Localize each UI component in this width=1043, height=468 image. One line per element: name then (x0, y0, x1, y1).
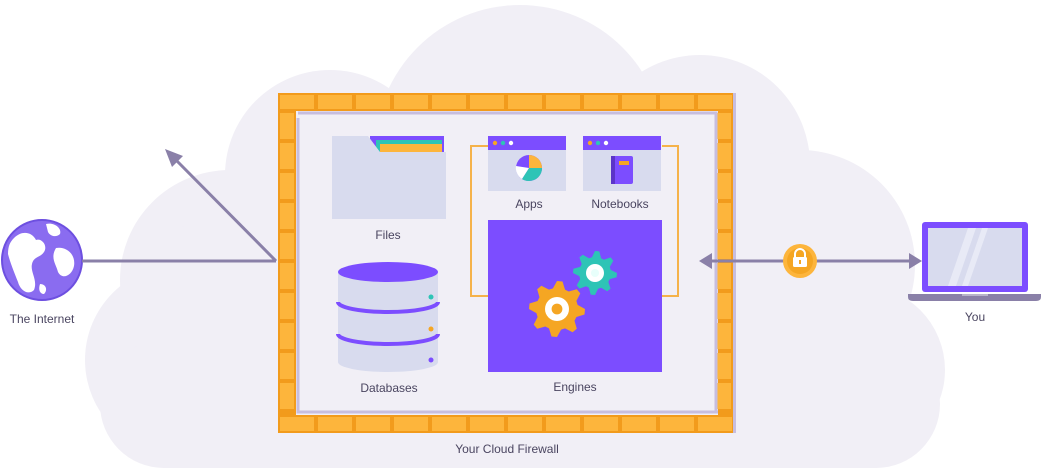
apps-window (488, 136, 566, 191)
brick (432, 95, 466, 109)
brick (280, 323, 294, 349)
brick (546, 95, 580, 109)
brick (280, 233, 294, 259)
engines-label: Engines (553, 380, 597, 394)
brick (698, 95, 732, 109)
brick (394, 95, 428, 109)
brick (356, 95, 390, 109)
brick (660, 95, 694, 109)
apps-label: Apps (515, 197, 543, 211)
brick (584, 95, 618, 109)
gear-teal-icon (573, 251, 617, 295)
brick (280, 293, 294, 319)
brick (622, 417, 656, 431)
brick (717, 173, 731, 199)
brick (660, 417, 694, 431)
files-label: Files (375, 228, 401, 242)
brick (280, 203, 294, 229)
internet-label: The Internet (9, 312, 75, 326)
brick (470, 95, 504, 109)
brick (280, 143, 294, 169)
brick (717, 383, 731, 409)
brick (717, 143, 731, 169)
notebooks-label: Notebooks (591, 197, 649, 211)
brick (546, 417, 580, 431)
globe-icon (1, 219, 83, 301)
brick (717, 263, 731, 289)
gear-center (590, 268, 600, 278)
brick (280, 173, 294, 199)
databases-label: Databases (360, 381, 418, 395)
notebooks-window (583, 136, 661, 191)
brick (280, 95, 314, 109)
brick (717, 113, 731, 139)
brick (717, 293, 731, 319)
folder-icon (332, 136, 446, 219)
brick (717, 353, 731, 379)
brick (622, 95, 656, 109)
engines-panel (488, 220, 662, 372)
gear-center (551, 303, 563, 315)
brick (717, 233, 731, 259)
compute-group-outline (470, 145, 679, 297)
brick (318, 417, 352, 431)
brick (318, 95, 352, 109)
brick (508, 95, 542, 109)
lock-icon (783, 244, 817, 278)
brick (432, 417, 466, 431)
database-icon (336, 262, 440, 372)
firewall-label: Your Cloud Firewall (455, 442, 559, 456)
brick (280, 263, 294, 289)
brick (280, 417, 314, 431)
blocked-arrow-head (165, 149, 183, 167)
brick (508, 417, 542, 431)
brick (584, 417, 618, 431)
brick (280, 353, 294, 379)
you-label: You (964, 310, 986, 324)
brick (356, 417, 390, 431)
brick (394, 417, 428, 431)
brick (470, 417, 504, 431)
brick (280, 383, 294, 409)
pie-chart-icon (515, 155, 543, 182)
laptop-icon (908, 222, 1041, 301)
gear-orange-icon (529, 281, 585, 337)
brick (717, 203, 731, 229)
notebook-icon (611, 156, 633, 184)
brick (717, 323, 731, 349)
internet-connection-line (82, 149, 278, 263)
brick (698, 417, 732, 431)
brick (280, 113, 294, 139)
